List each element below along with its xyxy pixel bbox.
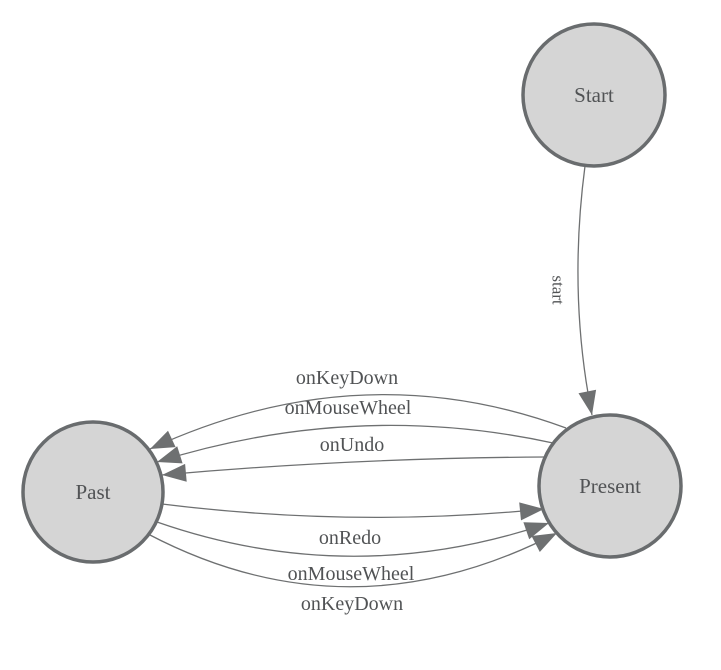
arrowhead-icon — [157, 446, 183, 464]
edge-label-onMouseWheel: onMouseWheel — [288, 563, 415, 585]
arrowhead-icon — [531, 533, 557, 552]
edge-label-onMouseWheel: onMouseWheel — [285, 397, 412, 419]
node-start — [521, 22, 667, 168]
node-label-present: Present — [579, 474, 641, 498]
arrowhead-icon — [578, 389, 597, 415]
edge-past-to-present-onMouseWheel — [156, 521, 550, 557]
edge-past-to-present-onRedo — [161, 503, 545, 519]
edge-label-start: start — [549, 275, 568, 305]
edge-label-onUndo: onUndo — [320, 434, 384, 456]
edge-present-to-past-onKeyDown — [149, 393, 567, 450]
arrowhead-icon — [523, 522, 549, 540]
edge-past-to-present-onKeyDown — [147, 532, 558, 588]
edge-present-to-past-onMouseWheel — [156, 424, 554, 463]
node-past — [21, 420, 165, 564]
node-label-past: Past — [75, 480, 110, 504]
arrowhead-icon — [162, 463, 187, 482]
edge-present-to-past-onUndo — [161, 456, 546, 476]
edge-start-to-present-start — [577, 165, 593, 416]
edge-label-onRedo: onRedo — [319, 527, 381, 549]
edge-label-onKeyDown: onKeyDown — [296, 367, 398, 389]
arrowhead-icon — [150, 430, 176, 449]
arrowhead-icon — [519, 502, 544, 521]
edge-label-onKeyDown: onKeyDown — [301, 593, 403, 615]
node-label-start: Start — [574, 83, 614, 107]
node-present — [537, 413, 683, 559]
